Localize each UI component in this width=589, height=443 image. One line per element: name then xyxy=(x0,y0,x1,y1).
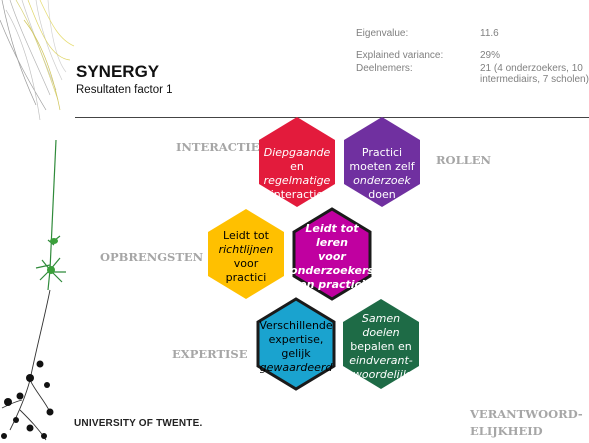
hexagon-interactie xyxy=(259,117,335,207)
hexagon-expertise xyxy=(256,297,336,391)
hex-line: Samen doelen xyxy=(361,312,401,339)
hex-line: gewaardeerd xyxy=(259,361,333,374)
stat-value: 29% xyxy=(480,50,501,61)
hex-line: regelmatige xyxy=(263,174,331,187)
label-verantwoordelijkheid: VERANTWOORD- ELIJKHEID xyxy=(470,406,583,440)
stat-value: 11.6 xyxy=(480,28,499,39)
stat-label: Explained variance: xyxy=(356,50,444,61)
hexagon-rollen xyxy=(344,117,420,207)
stat-label: Eigenvalue: xyxy=(356,28,409,39)
stat-label: Deelnemers: xyxy=(356,63,413,74)
hexagon-verantwoordelijkheid xyxy=(343,299,419,389)
hex-line: en practici xyxy=(299,278,365,291)
hex-line: woordelijk xyxy=(352,368,410,381)
hexagon-center xyxy=(292,207,372,301)
stat-explained-variance: Explained variance: 29% xyxy=(356,50,500,61)
label-opbrengsten: OPBRENGSTEN xyxy=(100,250,204,264)
slide-title: SYNERGY xyxy=(76,62,160,81)
label-expertise: EXPERTISE xyxy=(172,347,248,361)
label-interactie: INTERACTIE xyxy=(176,140,260,154)
hex-line: voor xyxy=(233,257,259,270)
stat-value: 21 (4 onderzoekers, 10 intermediairs, 7 … xyxy=(480,63,589,85)
label-rollen: ROLLEN xyxy=(436,153,492,167)
hex-line: voor xyxy=(318,250,346,263)
hex-line: Diepgaande xyxy=(263,146,331,159)
stat-deelnemers: Deelnemers: 21 (4 onderzoekers, 10 inter… xyxy=(356,63,589,85)
label-line: ELIJKHEID xyxy=(470,424,543,438)
hex-line: onderzoek xyxy=(353,174,411,187)
hex-line: bepalen en xyxy=(350,340,412,353)
hex-line: practici xyxy=(225,271,267,284)
divider xyxy=(75,117,589,118)
slide-subtitle: Resultaten factor 1 xyxy=(76,84,173,96)
hex-line: gelijk xyxy=(281,347,311,360)
hex-line: en xyxy=(290,160,304,173)
hex-line: Leidt tot leren xyxy=(305,222,359,249)
hex-line: Verschillende xyxy=(259,319,333,332)
decorative-illustration xyxy=(0,0,75,441)
hex-line: Practici xyxy=(361,146,403,159)
hex-line: richtlijnen xyxy=(218,243,274,256)
hexagon-opbrengsten xyxy=(208,209,284,299)
hex-line: doen xyxy=(368,188,396,201)
university-logo-text: UNIVERSITY OF TWENTE. xyxy=(74,418,203,429)
hex-line: Leidt tot xyxy=(223,229,269,242)
hex-line: interactie xyxy=(270,188,324,201)
hex-line: eindverant- xyxy=(349,354,413,367)
hex-line: onderzoekers xyxy=(290,264,374,277)
stat-eigenvalue: Eigenvalue: 11.6 xyxy=(356,28,499,39)
label-line: VERANTWOORD- xyxy=(470,407,583,421)
hex-line: expertise, xyxy=(268,333,324,346)
hex-line: moeten zelf xyxy=(349,160,415,173)
